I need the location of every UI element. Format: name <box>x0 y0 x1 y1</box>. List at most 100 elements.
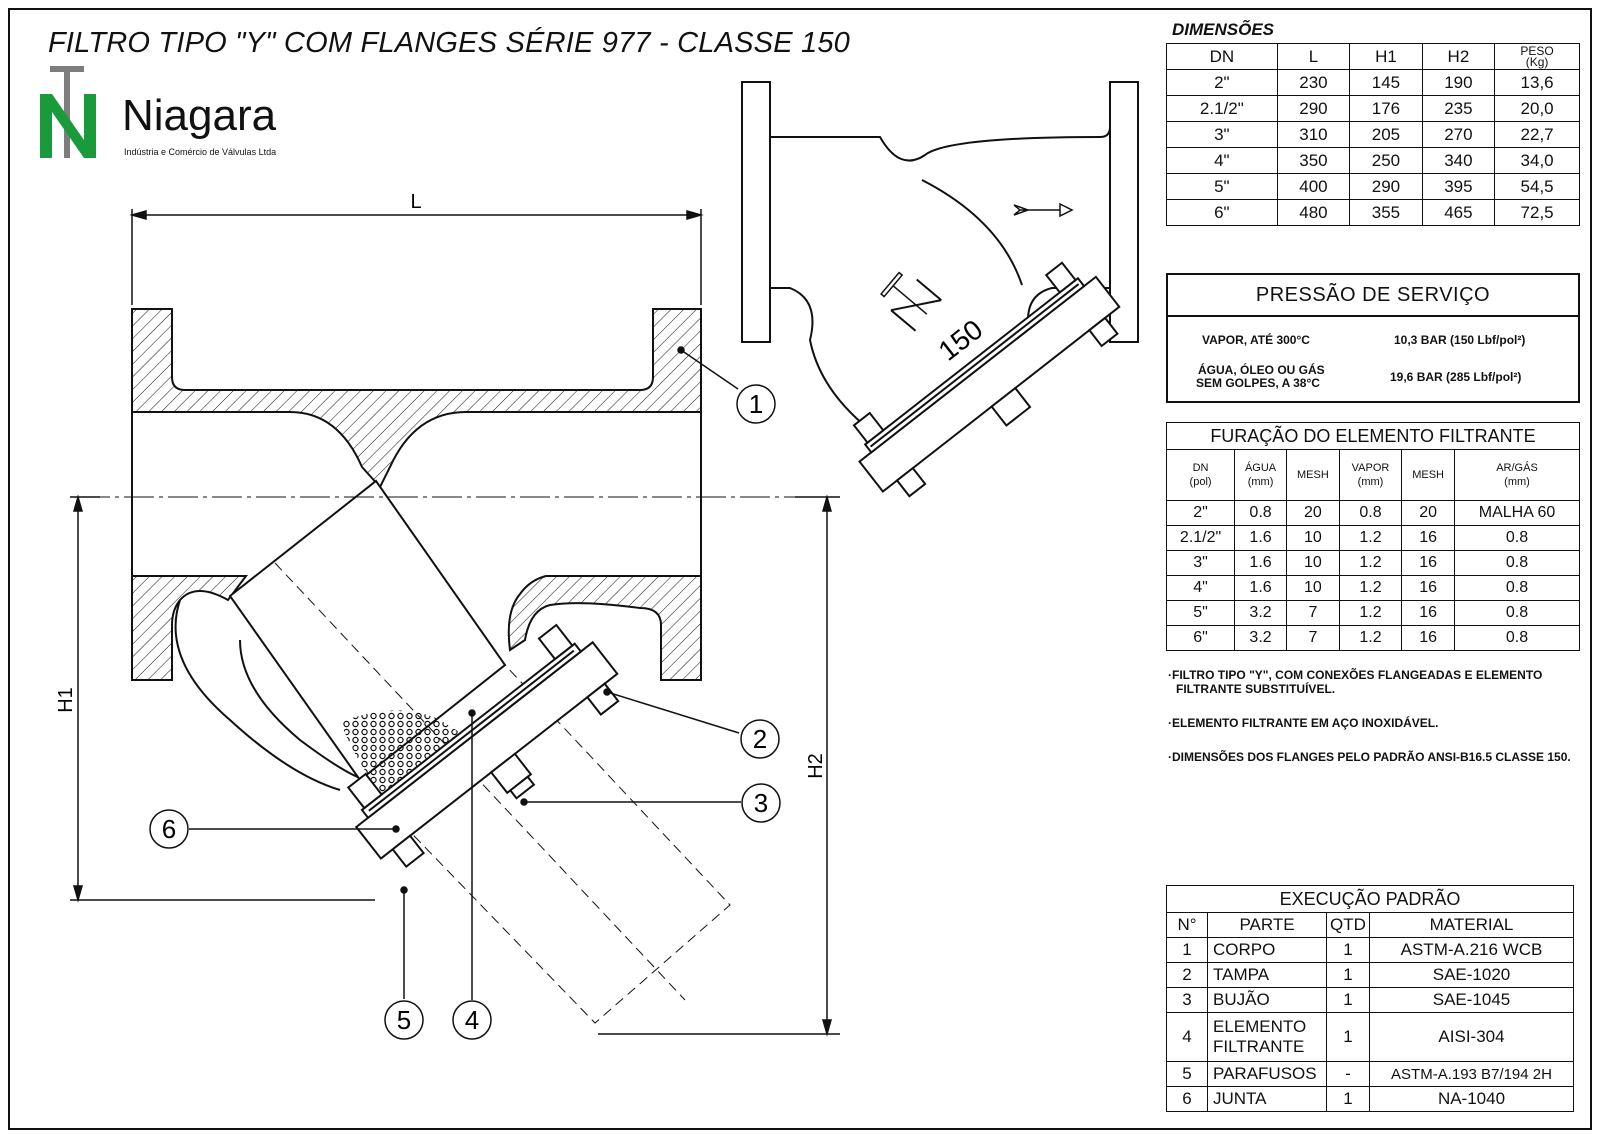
pressure-box: PRESSÃO DE SERVIÇO VAPOR, ATÉ 300°C 10,3… <box>1166 273 1580 403</box>
table-cell: 4" <box>1165 575 1236 601</box>
table-cell: 20,0 <box>1494 95 1580 122</box>
body-logo-mark-icon <box>880 271 942 332</box>
drawing-title: FILTRO TIPO "Y" COM FLANGES SÉRIE 977 - … <box>48 27 851 59</box>
table-title-row: EXECUÇÃO PADRÃO <box>1166 885 1574 913</box>
table-cell: 235 <box>1421 95 1496 122</box>
y-leg-inner <box>239 639 361 779</box>
nut-left <box>391 834 425 869</box>
table-cell: 10 <box>1285 575 1340 601</box>
table-cell: 7 <box>1285 625 1340 651</box>
table-cell: 10 <box>1285 525 1340 551</box>
table-header: H1 <box>1349 43 1423 70</box>
table-cell: 16 <box>1401 525 1456 551</box>
callout-6: 6 <box>162 814 176 844</box>
callout-circles <box>149 384 781 1040</box>
table-header: MESH <box>1401 449 1456 501</box>
pressure-title: PRESSÃO DE SERVIÇO <box>1168 275 1578 317</box>
table-cell: 6" <box>1165 625 1236 651</box>
table-header: PARTE <box>1207 912 1327 938</box>
table-cell: 1 <box>1326 987 1370 1013</box>
dimensions-caption: DIMENSÕES <box>1172 20 1275 39</box>
table-cell: 4 <box>1166 1012 1208 1062</box>
y-leg-outline <box>174 599 341 791</box>
table-cell: 0.8 <box>1454 525 1580 551</box>
table-header: ÁGUA(mm) <box>1234 449 1287 501</box>
table-cell: 13,6 <box>1494 69 1580 96</box>
table-cell: 465 <box>1421 199 1496 226</box>
table-header: N° <box>1166 912 1208 938</box>
table-cell: 1.2 <box>1338 550 1403 576</box>
table-cell: 1 <box>1326 1012 1370 1062</box>
table-cell: 355 <box>1349 199 1423 226</box>
table-cell: 1.2 <box>1338 575 1403 601</box>
callout-2: 2 <box>753 724 767 754</box>
table-cell: 1 <box>1166 937 1208 963</box>
table-cell: 10 <box>1285 550 1340 576</box>
header-line: (mm) <box>1247 476 1274 488</box>
table-header-row: N° PARTE QTD MATERIAL <box>1166 912 1574 938</box>
table-cell: 350 <box>1276 147 1351 174</box>
table-cell: 6 <box>1166 1086 1208 1112</box>
table-cell: ASTM-A.216 WCB <box>1369 937 1574 963</box>
table-cell: 0.8 <box>1234 500 1287 526</box>
table-header: DN <box>1166 43 1278 70</box>
callout-1: 1 <box>749 389 763 419</box>
header-line: (mm) <box>1357 476 1384 488</box>
callout-3: 3 <box>754 788 768 818</box>
table-cell: 7 <box>1285 600 1340 626</box>
table-header-row: DN L H1 H2 PESO(Kg) <box>1166 43 1580 70</box>
table-cell: 1 <box>1326 962 1370 988</box>
table-cell: 3" <box>1166 121 1278 148</box>
table-header: L <box>1276 43 1351 70</box>
table-header: AR/GÁS(mm) <box>1454 449 1580 501</box>
table-cell: 0.8 <box>1454 600 1580 626</box>
table-cell: 0.8 <box>1454 550 1580 576</box>
table-cell: 1 <box>1326 937 1370 963</box>
logo-subtitle: Indústria e Comércio de Válvulas Ltda <box>124 147 277 157</box>
note-2: ·ELEMENTO FILTRANTE EM AÇO INOXIDÁVEL. <box>1168 716 1439 730</box>
table-cell: 16 <box>1401 600 1456 626</box>
table-header: VAPOR (mm) <box>1338 449 1403 501</box>
notes: ·FILTRO TIPO "Y", COM CONEXÕES FLANGEADA… <box>1168 668 1588 784</box>
header-line: VAPOR <box>1351 462 1390 474</box>
table-cell: - <box>1326 1061 1370 1087</box>
table-header: MESH <box>1285 449 1340 501</box>
section-view <box>80 308 835 1024</box>
table-cell: TAMPA <box>1207 962 1327 988</box>
table-cell: 5 <box>1166 1061 1208 1087</box>
table-cell: 145 <box>1349 69 1423 96</box>
header-line: (mm) <box>1504 476 1530 488</box>
peso-label: PESO <box>1520 43 1554 58</box>
table-cell: 190 <box>1421 69 1496 96</box>
table-cell: 16 <box>1401 550 1456 576</box>
table-cell: 340 <box>1421 147 1496 174</box>
table-cell: 6" <box>1166 199 1278 226</box>
note-3: ·DIMENSÕES DOS FLANGES PELO PADRÃO ANSI-… <box>1168 750 1571 764</box>
table-cell: 1.2 <box>1338 525 1403 551</box>
dim-label-l: L <box>410 191 421 213</box>
table-cell: 1.2 <box>1338 600 1403 626</box>
table-cell: 0.8 <box>1454 625 1580 651</box>
table-cell: 2.1/2" <box>1165 525 1236 551</box>
table-cell: 2 <box>1166 962 1208 988</box>
dim-label-h1: H1 <box>55 687 77 713</box>
table-cell: 290 <box>1276 95 1351 122</box>
table-cell: 2" <box>1166 69 1278 96</box>
filter-element-table: FURAÇÃO DO ELEMENTO FILTRANTE DN(pol) ÁG… <box>1165 422 1580 651</box>
pressure-value-water: 19,6 BAR (285 Lbf/pol²) <box>1390 370 1522 384</box>
filter-table-title: FURAÇÃO DO ELEMENTO FILTRANTE <box>1166 422 1580 450</box>
table-cell: 290 <box>1349 173 1423 200</box>
table-cell: NA-1040 <box>1369 1086 1574 1112</box>
header-line: DN <box>1192 462 1209 474</box>
